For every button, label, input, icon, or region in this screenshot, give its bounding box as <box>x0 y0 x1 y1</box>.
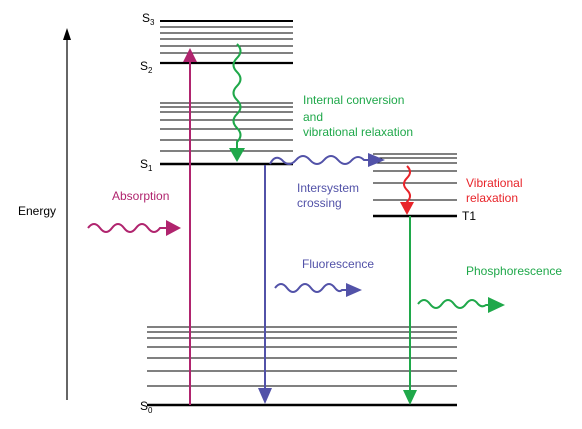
phosphorescence-label: Phosphorescence <box>466 264 562 278</box>
fluorescence-photon-wave <box>274 283 362 297</box>
fluorescence-label: Fluorescence <box>302 257 374 271</box>
phosphorescence-arrow <box>403 216 417 405</box>
state-s3-label: S3 <box>142 11 155 27</box>
vibrational-relaxation-label: Vibrational relaxation <box>466 176 526 205</box>
state-s0-label: S0 <box>140 399 153 415</box>
absorption-arrow <box>183 48 197 405</box>
internal-conversion-label: Internal conversion and vibrational rela… <box>303 93 413 139</box>
state-s2-label: S2 <box>140 59 153 75</box>
state-s1-label: S1 <box>140 157 153 173</box>
intersystem-crossing-label: Intersystem crossing <box>297 181 362 210</box>
energy-axis-label: Energy <box>18 204 56 218</box>
energy-axis <box>63 28 71 400</box>
vibrational-relaxation-arrow <box>400 165 414 215</box>
s3-levels <box>160 20 293 54</box>
t1-levels <box>373 153 457 218</box>
internal-conversion-arrow <box>229 43 245 162</box>
s0-vibrational-levels <box>147 326 457 407</box>
intersystem-crossing-arrow <box>269 153 385 167</box>
phosphorescence-photon-wave <box>417 297 505 313</box>
fluorescence-arrow <box>258 165 272 404</box>
s1-vibrational-levels <box>160 102 293 166</box>
state-t1-label: T1 <box>462 209 476 223</box>
absorption-label: Absorption <box>112 189 169 203</box>
absorption-photon-wave <box>87 220 181 236</box>
